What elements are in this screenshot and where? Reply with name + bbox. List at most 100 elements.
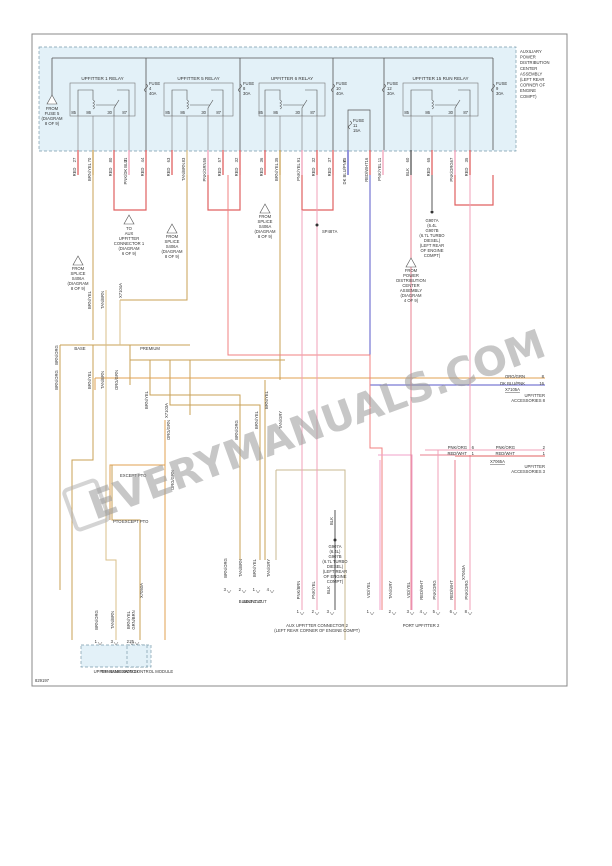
wire-color-label: TAN/BRN (100, 291, 105, 309)
wire-tan-brn-main (105, 290, 121, 640)
connector-pin: 3 (407, 609, 410, 614)
ground-icon (430, 210, 434, 214)
from-pdc-note: DISTRIBUTION (396, 278, 426, 283)
pto-label: PTO (113, 519, 122, 524)
relay-pin: 85 (258, 110, 263, 115)
acc8-wire-label: ORG/GRN (505, 374, 525, 379)
connector-id: X7105A (505, 387, 520, 392)
wire-color-label: PNK/YEL (377, 162, 382, 180)
acc8-pin: 8 (542, 374, 545, 379)
from-fuse-5-line: FROM (46, 106, 59, 111)
wire-color-label: GRN/BRN (131, 610, 136, 629)
terminal-icon (409, 611, 415, 616)
relay-pin: 86 (425, 110, 430, 115)
to-aux-upfitter-note: AUX (125, 231, 134, 236)
relay-name: UPFITTER 6 RELAY (271, 76, 313, 81)
ground-note: DIESEL) (424, 238, 441, 243)
from-pdc-note: 4 OF 9) (404, 298, 419, 303)
wire-color-label: BRN/YEL (264, 390, 269, 409)
connector-pin: 2 (389, 609, 392, 614)
ground-note: (LEFT REAR (323, 569, 347, 574)
wire-color-label: TAN/GRY (278, 411, 283, 429)
ground-note: (6.4L (427, 223, 437, 228)
wire-vio-yel (378, 454, 413, 610)
wire-color-label: DK BLU/PNK (342, 159, 347, 184)
wire-color-label: PNK/GRN (202, 162, 207, 181)
pdc-label-line: ENGINE (520, 88, 536, 93)
wire-color-label: TAN/BRN (238, 559, 243, 577)
terminal-icon (391, 611, 397, 616)
wire-color-label: BRN/YEL (87, 370, 92, 389)
ground-note: G907B (328, 554, 341, 559)
premium-label: PREMIUM (140, 346, 160, 351)
wire-color-label: PNK/YEL (311, 580, 316, 598)
relay-pin: 85 (404, 110, 409, 115)
wire-pin: 44 (140, 157, 145, 162)
relay-pin: 86 (273, 110, 278, 115)
pdc-label-line: CORNER OF (520, 83, 546, 88)
ground-note: (6.7L TURBO (322, 559, 348, 564)
terminal-icon (467, 611, 473, 616)
terminal-icon (269, 589, 275, 594)
relay-pin: 86 (86, 110, 91, 115)
wire-color-label: RED (140, 168, 145, 177)
wire-color-label: VIO/YEL (406, 581, 411, 598)
fuse-number: 9 (496, 86, 499, 91)
connector-pin: 4 (420, 609, 423, 614)
wire-pin: 31 (123, 157, 128, 162)
pdc-label-line: ASSEMBLY (520, 71, 542, 76)
from-splice-note: (DIAGRAM (68, 281, 89, 286)
acc8-title: ACCESSORIES 8 (511, 398, 545, 403)
component-name: AUX UPFITTER CONNECTOR 2 (286, 623, 348, 628)
relay-pin: 30 (201, 110, 206, 115)
relay-name: UPFITTER 1 RELAY (81, 76, 123, 81)
wire-pin: 11 (377, 157, 382, 162)
relay-name: UPFITTER 15 RUN RELAY (412, 76, 468, 81)
fuse-11-loop (347, 109, 371, 150)
from-splice-note: FROM (72, 266, 85, 271)
wire-color-label: BRN/ORG (234, 420, 239, 440)
wire-color-label: ORG/GRN (114, 370, 119, 390)
connector-pin: 1 (253, 587, 256, 592)
wire-color-label: TAN/BRN (181, 163, 186, 181)
wire-pin: 60 (405, 157, 410, 162)
relay-pin: 85 (165, 110, 170, 115)
wire-org-grn (94, 377, 545, 640)
connector-triangle-icon (72, 255, 84, 266)
acc8-pin: 16 (539, 381, 544, 386)
acc3-wire-label: PNK/ORG (496, 445, 515, 450)
relay-box (402, 82, 479, 117)
wire-pin: 57 (217, 157, 222, 162)
splice-label: SP487A (322, 229, 338, 234)
component-name: UPPER BANK SWITCH (94, 669, 139, 674)
wire-color-label: BRN/YEL (144, 390, 149, 409)
connector-id: X7104A (118, 283, 123, 298)
terminal-icon (314, 611, 320, 616)
relay-pin: 87 (216, 110, 221, 115)
wire-brn-yel-pto (111, 175, 281, 640)
ground-note: DIESEL) (327, 564, 344, 569)
relay-coil-switch-icon (410, 89, 471, 116)
acc8-title: UPFITTER (525, 393, 545, 398)
relay-box (163, 82, 234, 117)
from-splice-note: S406A (72, 276, 85, 281)
wire-color-label: PNK/YEL (296, 162, 301, 180)
wire-color-label: RED (234, 168, 239, 177)
fuse-label: FUSE (387, 81, 398, 86)
terminal-icon (329, 611, 335, 616)
connector-triangle-icon (259, 203, 271, 214)
wire-color-label: VIO/YEL (366, 581, 371, 598)
connector-triangle-icon (166, 223, 178, 234)
power-bus (51, 57, 494, 150)
wire-color-label: RED (166, 168, 171, 177)
wire-pin: 56 (202, 157, 207, 162)
